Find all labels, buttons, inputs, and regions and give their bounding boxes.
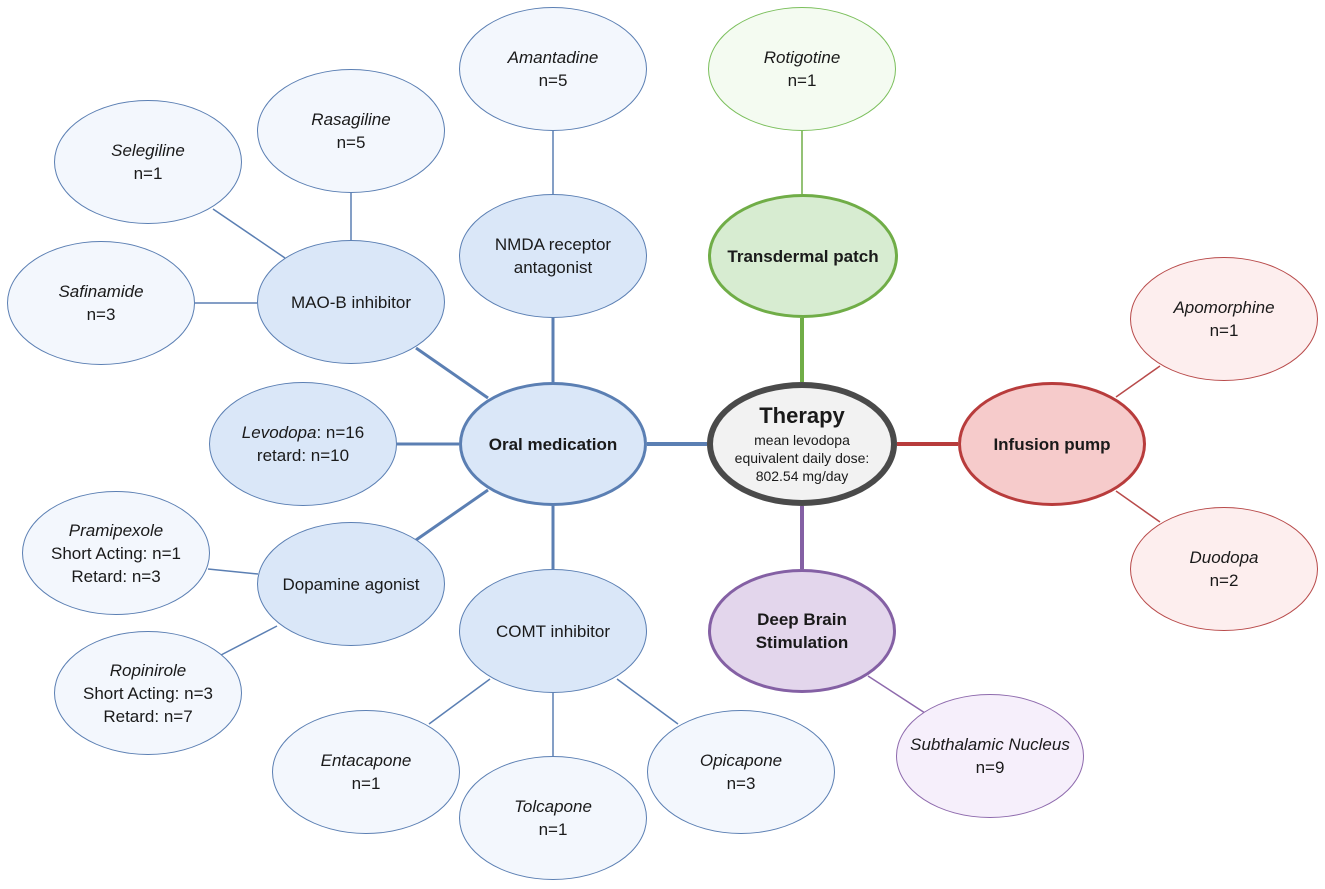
edge-comt-opicapone: [616, 678, 679, 725]
edge-dopag-ropinirole: [220, 625, 278, 656]
duodopa-name: Duodopa: [1189, 548, 1259, 567]
therapy-subtitle-line2: equivalent daily dose:: [734, 450, 870, 466]
amantadine-count: n=5: [538, 71, 568, 90]
dopamine-agonist-node: Dopamine agonist: [257, 522, 445, 646]
oral-medication-node: Oral medication: [459, 382, 647, 506]
rasagiline-name: Rasagiline: [311, 110, 391, 129]
tolcapone-count: n=1: [538, 820, 568, 839]
opicapone-node: Opicapone n=3: [647, 710, 835, 834]
selegiline-node: Selegiline n=1: [54, 100, 242, 224]
edge-maob-selegiline: [212, 208, 286, 259]
selegiline-name: Selegiline: [111, 141, 185, 160]
pramipexole-short-acting: Short Acting: n=1: [51, 543, 181, 563]
nmda-label-line1: NMDA receptor: [494, 235, 612, 254]
transdermal-patch-label: Transdermal patch: [727, 246, 879, 266]
entacapone-node: Entacapone n=1: [272, 710, 460, 834]
levodopa-retard: retard: n=10: [256, 446, 350, 465]
opicapone-count: n=3: [726, 774, 756, 793]
amantadine-node: Amantadine n=5: [459, 7, 647, 131]
tolcapone-name: Tolcapone: [514, 797, 592, 816]
safinamide-count: n=3: [86, 305, 116, 324]
pramipexole-node: Pramipexole Short Acting: n=1 Retard: n=…: [22, 491, 210, 615]
rasagiline-count: n=5: [336, 133, 366, 152]
entacapone-count: n=1: [351, 774, 381, 793]
safinamide-name: Safinamide: [58, 282, 144, 301]
edge-oral-maob: [415, 346, 489, 400]
oral-medication-label: Oral medication: [488, 434, 618, 454]
edge-comt-entacapone: [428, 678, 491, 725]
edge-infusion-apomorphine: [1115, 365, 1161, 398]
nmda-label-line2: antagonist: [513, 258, 593, 277]
ropinirole-node: Ropinirole Short Acting: n=3 Retard: n=7: [54, 631, 242, 755]
rasagiline-node: Rasagiline n=5: [257, 69, 445, 193]
amantadine-name: Amantadine: [507, 48, 599, 67]
edge-oral-dopag: [415, 488, 489, 542]
therapy-subtitle-line1: mean levodopa: [754, 432, 850, 448]
therapy-dose-value: 802.54 mg/day: [755, 468, 849, 484]
stn-count: n=9: [975, 758, 1005, 777]
maob-label: MAO-B inhibitor: [291, 292, 411, 312]
rotigotine-count: n=1: [787, 71, 817, 90]
dopamine-agonist-label: Dopamine agonist: [282, 574, 420, 594]
pramipexole-name: Pramipexole: [68, 520, 164, 540]
subthalamic-nucleus-node: Subthalamic Nucleus n=9: [896, 694, 1084, 818]
duodopa-count: n=2: [1209, 571, 1239, 590]
tolcapone-node: Tolcapone n=1: [459, 756, 647, 880]
ropinirole-short-acting: Short Acting: n=3: [83, 683, 213, 703]
edge-infusion-duodopa: [1115, 490, 1161, 523]
pramipexole-retard: Retard: n=3: [71, 566, 161, 586]
duodopa-node: Duodopa n=2: [1130, 507, 1318, 631]
opicapone-name: Opicapone: [699, 751, 783, 770]
apomorphine-name: Apomorphine: [1173, 298, 1275, 317]
entacapone-name: Entacapone: [320, 751, 412, 770]
safinamide-node: Safinamide n=3: [7, 241, 195, 365]
levodopa-line: Levodopa: n=16: [242, 421, 364, 444]
comt-inhibitor-node: COMT inhibitor: [459, 569, 647, 693]
therapy-title: Therapy: [759, 403, 845, 428]
rotigotine-node: Rotigotine n=1: [708, 7, 896, 131]
levodopa-node: Levodopa: n=16 retard: n=10: [209, 382, 397, 506]
infusion-pump-node: Infusion pump: [958, 382, 1146, 506]
levodopa-name: Levodopa: [241, 423, 317, 442]
stn-name: Subthalamic Nucleus: [910, 735, 1070, 754]
infusion-pump-label: Infusion pump: [993, 434, 1111, 454]
dbs-label-line2: Stimulation: [755, 633, 849, 652]
selegiline-count: n=1: [133, 164, 163, 183]
deep-brain-stimulation-node: Deep Brain Stimulation: [708, 569, 896, 693]
transdermal-patch-node: Transdermal patch: [708, 194, 898, 318]
ropinirole-name: Ropinirole: [109, 660, 187, 680]
ropinirole-retard: Retard: n=7: [103, 706, 193, 726]
edge-dbs-stn: [867, 675, 926, 714]
dbs-label-line1: Deep Brain: [757, 610, 847, 629]
maob-inhibitor-node: MAO-B inhibitor: [257, 240, 445, 364]
apomorphine-node: Apomorphine n=1: [1130, 257, 1318, 381]
comt-label: COMT inhibitor: [496, 621, 610, 641]
edge-dopag-pramipexole: [207, 568, 259, 575]
levodopa-count: : n=16: [316, 423, 365, 442]
nmda-antagonist-node: NMDA receptor antagonist: [459, 194, 647, 318]
apomorphine-count: n=1: [1209, 321, 1239, 340]
therapy-center-node: Therapy mean levodopa equivalent daily d…: [707, 382, 897, 506]
rotigotine-name: Rotigotine: [763, 48, 841, 67]
